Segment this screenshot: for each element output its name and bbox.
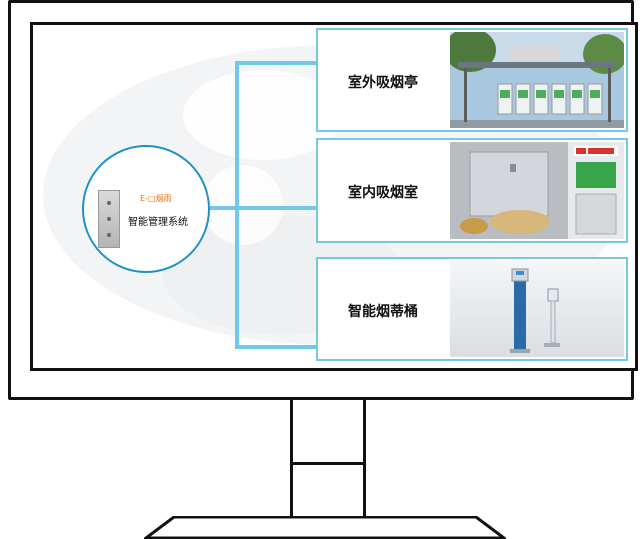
card-outdoor-pavilion[interactable]: 室外吸烟亭 bbox=[316, 28, 628, 132]
screen: E-□烟雨 智能管理系统 室外吸烟亭 bbox=[30, 22, 638, 371]
control-panel-icon bbox=[98, 190, 120, 248]
card-smart-ashtray[interactable]: 智能烟蒂桶 bbox=[316, 257, 628, 361]
connector-to-card-1 bbox=[235, 61, 316, 65]
stand-neck-joint bbox=[290, 462, 366, 465]
connector-horizontal-main bbox=[210, 206, 237, 210]
monitor-frame: E-□烟雨 智能管理系统 室外吸烟亭 bbox=[8, 0, 638, 400]
connector-vertical bbox=[235, 61, 239, 349]
stand-neck-right bbox=[363, 400, 366, 518]
connector-to-card-3 bbox=[235, 345, 316, 349]
indoor-smoking-room-photo bbox=[450, 142, 624, 239]
card-label: 室外吸烟亭 bbox=[348, 75, 418, 91]
card-label: 室内吸烟室 bbox=[348, 185, 418, 201]
card-label: 智能烟蒂桶 bbox=[348, 304, 418, 320]
hub-title: 智能管理系统 bbox=[128, 217, 188, 228]
stand-neck-left bbox=[290, 400, 293, 518]
stand-base bbox=[144, 516, 506, 539]
smart-ashtray-bin-photo bbox=[450, 261, 624, 357]
smart-management-hub[interactable]: E-□烟雨 智能管理系统 bbox=[82, 145, 210, 273]
brand-logo: E-□烟雨 bbox=[140, 194, 172, 203]
connector-to-card-2 bbox=[235, 206, 316, 210]
card-indoor-room[interactable]: 室内吸烟室 bbox=[316, 138, 628, 243]
outdoor-smoking-pavilion-photo bbox=[450, 32, 624, 128]
